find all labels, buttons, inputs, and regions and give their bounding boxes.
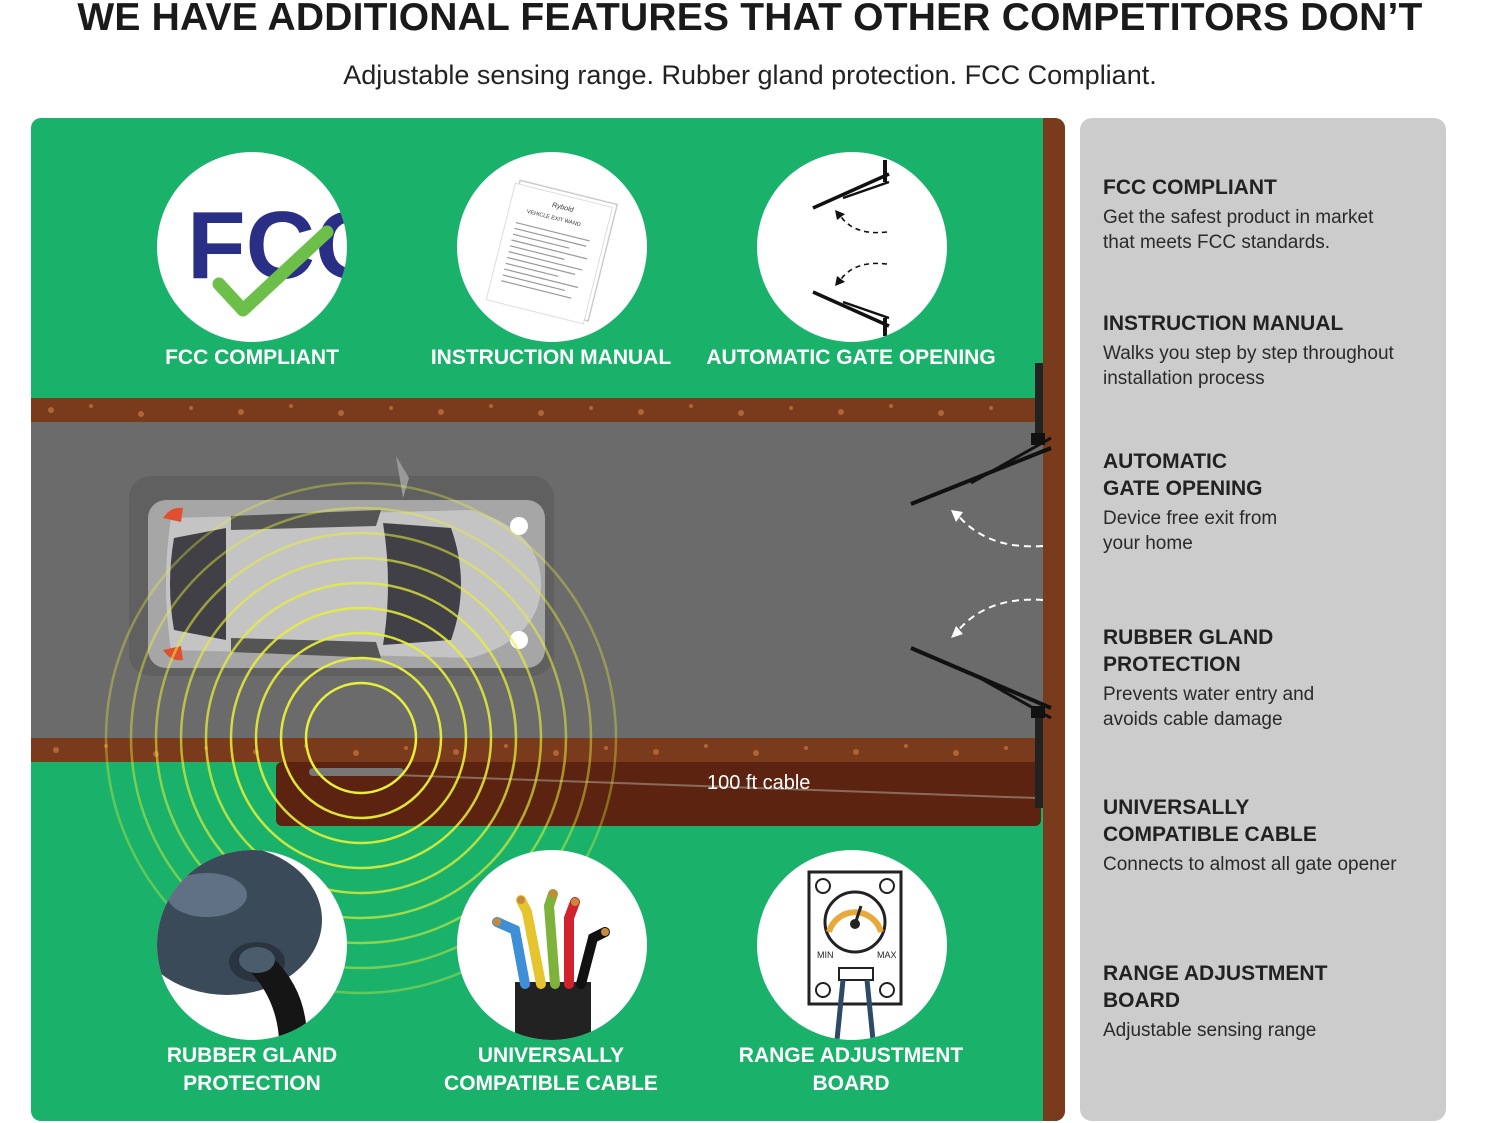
feature-title: INSTRUCTION MANUAL [1103, 312, 1344, 335]
feature-desc: Prevents water entry and avoids cable da… [1103, 682, 1443, 732]
label-cable-line1: UNIVERSALLY [477, 1044, 625, 1067]
feature-desc-line1: Prevents water entry and [1103, 684, 1315, 705]
label-cable: UNIVERSALLY COMPATIBLE CABLE [411, 1042, 691, 1098]
label-cable-line2: COMPATIBLE CABLE [444, 1072, 658, 1095]
cable-length-label: 100 ft cable [707, 772, 811, 794]
sensing-rings [104, 481, 618, 995]
feature-desc-line2: avoids cable damage [1103, 709, 1283, 730]
feature-title-line1: AUTOMATIC [1103, 450, 1228, 473]
fcc-badge: FCC [157, 152, 347, 342]
feature-title-line1: UNIVERSALLY [1103, 796, 1250, 819]
sensor-probe [309, 768, 404, 776]
manual-badge: Rybold VEHICLE EXIT WAND [457, 152, 647, 342]
feature-desc-line2: your home [1103, 533, 1193, 554]
scene-illustration: FCC Rybold VEHICLE EXIT WAND [31, 118, 1065, 1121]
feature-rubber-gland: RUBBER GLAND PROTECTION Prevents water e… [1103, 624, 1443, 732]
label-rubber-gland-line2: PROTECTION [183, 1072, 321, 1095]
feature-range-board: RANGE ADJUSTMENT BOARD Adjustable sensin… [1103, 960, 1443, 1043]
board-max-label: MAX [877, 950, 897, 960]
label-range-board-line1: RANGE ADJUSTMENT [738, 1044, 964, 1067]
headline: WE HAVE ADDITIONAL FEATURES THAT OTHER C… [77, 0, 1423, 39]
feature-desc-line1: Get the safest product in market [1103, 207, 1374, 228]
checkmark-icon [212, 225, 334, 317]
property-wall [1043, 118, 1065, 1121]
label-manual: INSTRUCTION MANUAL [430, 346, 672, 369]
cable-badge [457, 850, 647, 1040]
document-icon: Rybold VEHICLE EXIT WAND [485, 179, 619, 325]
feature-title-line1: RANGE ADJUSTMENT [1103, 962, 1328, 985]
range-board-badge: MIN MAX [757, 850, 947, 1040]
feature-cable: UNIVERSALLY COMPATIBLE CABLE Connects to… [1103, 794, 1443, 877]
feature-manual: INSTRUCTION MANUAL Walks you step by ste… [1103, 310, 1443, 391]
feature-desc-line1: Device free exit from [1103, 508, 1278, 529]
label-fcc: FCC COMPLIANT [165, 346, 339, 369]
gate-arm-icon [812, 160, 890, 336]
feature-fcc: FCC COMPLIANT Get the safest product in … [1103, 174, 1443, 255]
feature-gate: AUTOMATIC GATE OPENING Device free exit … [1103, 448, 1443, 556]
soil-strip-bottom [31, 738, 1043, 762]
label-rubber-gland: RUBBER GLAND PROTECTION [127, 1042, 377, 1098]
feature-desc-line1: Connects to almost all gate opener [1103, 854, 1397, 875]
soil-strip-top [31, 398, 1043, 422]
feature-title-line1: RUBBER GLAND [1103, 626, 1274, 649]
label-rubber-gland-line1: RUBBER GLAND [166, 1044, 338, 1067]
feature-desc: Walks you step by step throughout instal… [1103, 341, 1443, 391]
feature-desc: Device free exit from your home [1103, 506, 1443, 556]
feature-title-line2: PROTECTION [1103, 653, 1241, 676]
gate-badge [757, 152, 947, 342]
feature-desc: Get the safest product in market that me… [1103, 205, 1443, 255]
range-board-icon: MIN MAX [807, 870, 903, 1040]
feature-title-line2: COMPATIBLE CABLE [1103, 823, 1317, 846]
feature-desc: Connects to almost all gate opener [1103, 852, 1443, 877]
feature-desc-line1: Adjustable sensing range [1103, 1020, 1317, 1041]
feature-title: FCC COMPLIANT [1103, 176, 1277, 199]
driveway-illustration [31, 118, 1065, 1121]
label-range-board: RANGE ADJUSTMENT BOARD [706, 1042, 996, 1098]
label-range-board-line2: BOARD [812, 1072, 890, 1095]
subheadline: Adjustable sensing range. Rubber gland p… [343, 60, 1157, 90]
feature-title-line2: GATE OPENING [1103, 477, 1263, 500]
label-gate: AUTOMATIC GATE OPENING [706, 346, 996, 369]
feature-desc-line2: installation process [1103, 368, 1265, 389]
feature-desc-line2: that meets FCC standards. [1103, 232, 1331, 253]
rubber-gland-icon [157, 850, 322, 1040]
cable-icon [492, 889, 610, 1040]
feature-desc-line1: Walks you step by step throughout [1103, 343, 1394, 364]
features-panel: FCC COMPLIANT Get the safest product in … [1080, 118, 1446, 1121]
feature-desc: Adjustable sensing range [1103, 1018, 1443, 1043]
board-min-label: MIN [817, 950, 834, 960]
rubber-gland-badge [157, 850, 347, 1040]
gate-arms [910, 433, 1052, 720]
feature-title-line2: BOARD [1103, 989, 1180, 1012]
